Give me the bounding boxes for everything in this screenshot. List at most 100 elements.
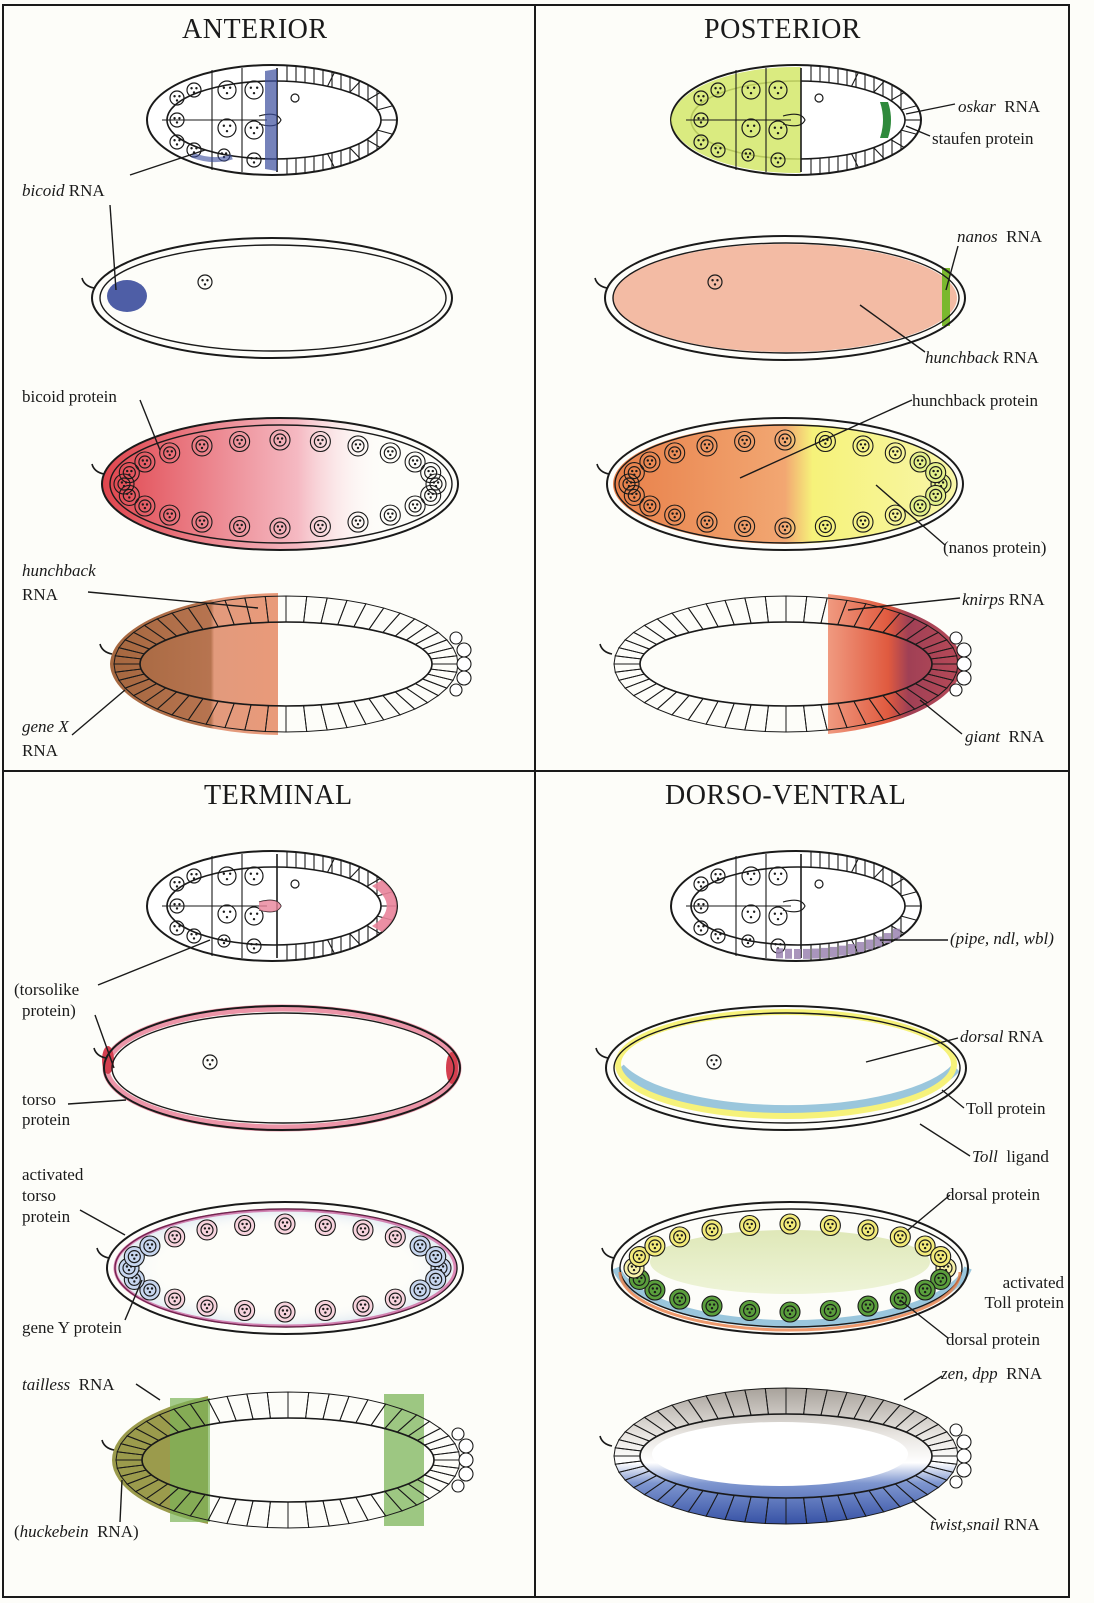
label-activated-torso-2: torso	[22, 1185, 56, 1206]
pointer-line	[908, 1195, 950, 1230]
dv-dorsal-protein-embryo	[602, 1202, 968, 1334]
nucleus-dot	[702, 881, 704, 883]
nucleus-dot	[176, 907, 178, 909]
label-knirps-rna: knirps RNA	[962, 589, 1045, 610]
blastoderm-cell	[804, 705, 828, 732]
nucleus-dot	[942, 1254, 944, 1256]
nucleus-dot	[867, 1307, 869, 1309]
nucleus-dot	[714, 283, 716, 285]
nucleus-dot	[282, 1221, 284, 1223]
nucleus-dot	[173, 903, 175, 905]
nucleus-dot	[673, 454, 675, 456]
micropyle	[82, 278, 94, 288]
nucleus-dot	[867, 1231, 869, 1233]
nucleus-dot	[774, 943, 776, 945]
energid	[197, 1220, 217, 1240]
pointer-line	[920, 1124, 970, 1156]
nucleus-dot	[432, 1254, 434, 1256]
nucleus-dot	[392, 1234, 394, 1236]
nucleus-dot	[747, 156, 749, 158]
nucleus-dot	[133, 1258, 135, 1260]
nucleus-dot	[753, 911, 755, 913]
nucleus-dot	[236, 439, 238, 441]
panel-frame	[3, 5, 1069, 1597]
energid	[353, 1296, 373, 1316]
nucleus-dot	[223, 911, 225, 913]
nucleus	[198, 275, 212, 289]
nucleus-dot	[223, 942, 225, 944]
blastoderm-cell	[354, 604, 384, 630]
nucleus-dot	[791, 1221, 793, 1223]
nucleus-dot	[774, 157, 776, 159]
nucleus-dot	[753, 125, 755, 127]
label-torsolike-2: protein)	[22, 1000, 76, 1021]
label-toll-ligand: Toll ligand	[972, 1146, 1049, 1167]
nucleus-dot	[151, 1287, 153, 1289]
label-gene-x-gene: gene X	[22, 716, 69, 737]
nucleus-dot	[924, 1291, 926, 1293]
nucleus-dot	[144, 507, 146, 509]
nucleus-dot	[389, 516, 391, 518]
nucleus-dot	[741, 439, 743, 441]
pipe-ndl-wbl-cell	[776, 948, 783, 958]
nucleus-dot	[208, 1303, 210, 1305]
nucleus-dot	[171, 1296, 173, 1298]
nucleus-dot	[671, 512, 673, 514]
label-activated-torso-1: activated	[22, 1164, 83, 1185]
nucleus-dot	[647, 459, 649, 461]
nucleus-dot	[649, 507, 651, 509]
nucleus-dot	[747, 125, 749, 127]
nucleus-dot	[894, 516, 896, 518]
nucleus-dot	[697, 95, 699, 97]
nucleus-dot	[717, 91, 719, 93]
nucleus-dot	[697, 925, 699, 927]
blastoderm-cell	[304, 596, 328, 623]
nucleus-dot	[673, 516, 675, 518]
nucleus-dot	[360, 1227, 362, 1229]
nucleus-dot	[256, 87, 258, 89]
energid	[645, 1236, 665, 1256]
nucleus-dot	[173, 139, 175, 141]
energid	[385, 1289, 405, 1309]
title-posterior: POSTERIOR	[704, 14, 861, 46]
nucleus-dot	[864, 443, 866, 445]
nucleus-dot	[432, 1277, 434, 1279]
nucleus-dot	[250, 87, 252, 89]
nucleus-dot	[394, 1300, 396, 1302]
nucleus-dot	[121, 481, 123, 483]
pole-cell	[457, 657, 471, 671]
nucleus-dot	[633, 1269, 635, 1271]
energid	[890, 1227, 910, 1247]
nucleus-dot	[173, 925, 175, 927]
nucleus-dot	[437, 1277, 439, 1279]
nucleus-dot	[286, 1221, 288, 1223]
nucleus-dot	[322, 1308, 324, 1310]
nucleus-dot	[281, 437, 283, 439]
nucleus-dot	[822, 524, 824, 526]
nucleus-dot	[193, 91, 195, 93]
pointer-line	[68, 1100, 126, 1104]
nucleus-dot	[201, 279, 203, 281]
nucleus-dot	[229, 125, 231, 127]
pole-cell	[950, 684, 962, 696]
tailless-posterior-band	[384, 1394, 424, 1526]
nucleus-dot	[176, 885, 178, 887]
nucleus-dot	[697, 139, 699, 141]
nucleus-dot	[631, 470, 633, 472]
nucleus-dot	[708, 519, 710, 521]
energid	[165, 1289, 185, 1309]
bicoid-rna-gene: bicoid	[22, 181, 65, 200]
nucleus-dot	[751, 1308, 753, 1310]
nucleus-dot	[206, 1307, 208, 1309]
nucleus-dot	[417, 1243, 419, 1245]
nucleus-dot	[149, 1247, 151, 1249]
pipe-ndl-wbl-cell	[821, 948, 828, 958]
nucleus-dot	[362, 1231, 364, 1233]
pole-cell	[459, 1453, 473, 1467]
nucleus-dot	[130, 493, 132, 495]
nucleus-dot	[190, 87, 192, 89]
nucleus-dot	[789, 1225, 791, 1227]
nucleus-dot	[389, 454, 391, 456]
nucleus-dot	[710, 1059, 712, 1061]
